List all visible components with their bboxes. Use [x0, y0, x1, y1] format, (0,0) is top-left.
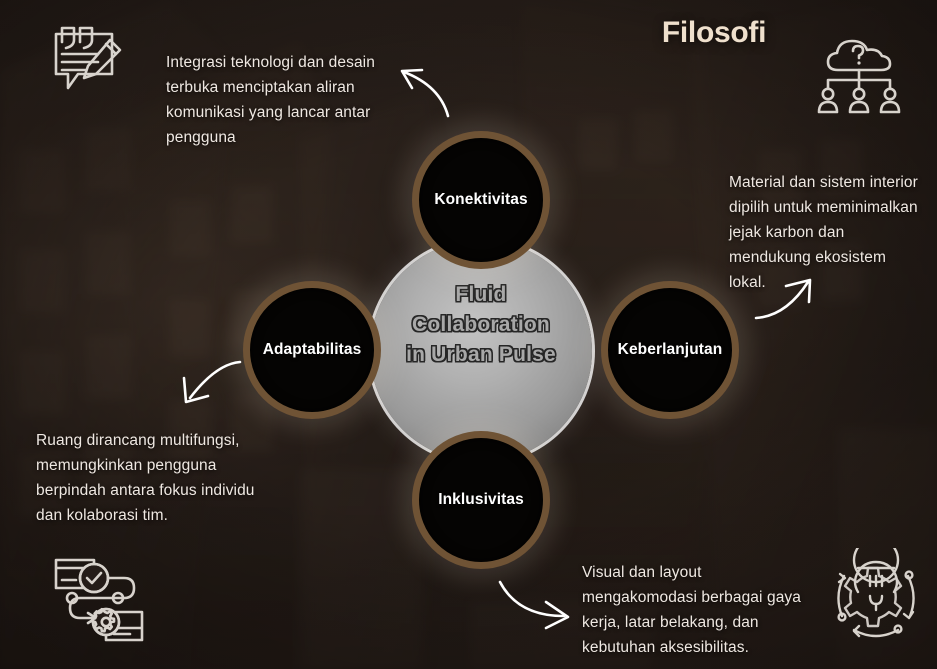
center-label: Fluid Collaboration in Urban Pulse [370, 280, 592, 369]
page-title: Filosofi [661, 16, 767, 49]
lightbulb-gear-cycle-icon [828, 536, 924, 651]
curved-arrow-up-left-icon [386, 58, 478, 125]
pillar-label-keberlanjutan: Keberlanjutan [617, 341, 723, 358]
cloud-question-users-icon [810, 36, 906, 123]
pillar-circle-konektivitas[interactable]: Konektivitas [412, 131, 550, 269]
center-label-line-2: Collaboration [412, 312, 550, 336]
curved-arrow-down-right-icon [492, 576, 588, 639]
center-label-line-3: in Urban Pulse [406, 342, 556, 366]
pillar-label-inklusivitas: Inklusivitas [438, 491, 524, 508]
pillar-label-konektivitas: Konektivitas [434, 191, 528, 208]
description-inklusivitas: Visual dan layout mengakomodasi berbagai… [582, 564, 801, 657]
center-label-line-1: Fluid [455, 283, 507, 306]
pillar-label-adaptabilitas: Adaptabilitas [262, 341, 362, 358]
description-konektivitas: Integrasi teknologi dan desain terbuka m… [166, 54, 375, 147]
pillar-circle-inklusivitas[interactable]: Inklusivitas [412, 431, 550, 569]
description-adaptabilitas: Ruang dirancang multifungsi, memungkinka… [36, 432, 255, 525]
pillar-circle-adaptabilitas[interactable]: Adaptabilitas [243, 281, 381, 419]
center-disc [370, 240, 592, 462]
curved-arrow-down-left-icon [164, 352, 252, 421]
curved-arrow-up-right-icon [752, 268, 830, 331]
description-keberlanjutan: Material dan sistem interior dipilih unt… [729, 174, 918, 292]
quote-note-pencil-icon [38, 18, 130, 109]
workflow-check-gear-icon [50, 552, 148, 649]
pillar-circle-keberlanjutan[interactable]: Keberlanjutan [601, 281, 739, 419]
